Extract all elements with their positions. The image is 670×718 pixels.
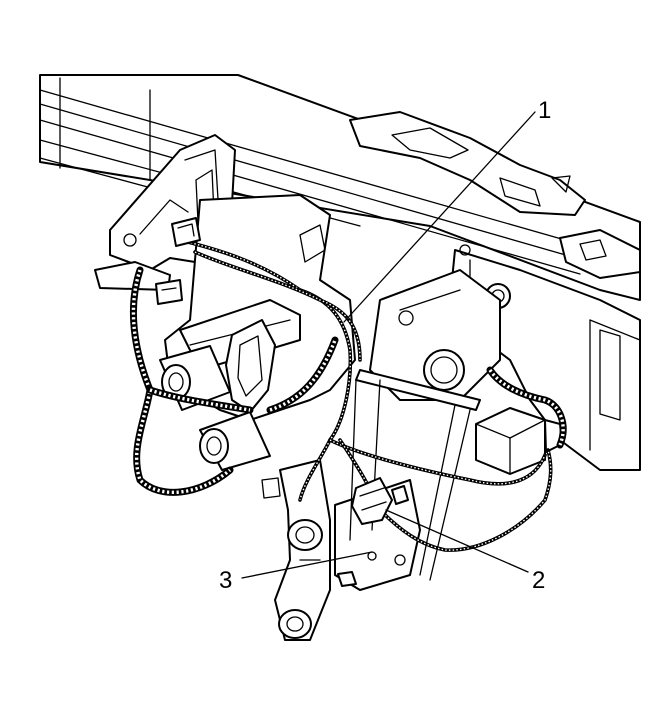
left-connectors — [155, 217, 201, 305]
left-tube — [159, 345, 271, 471]
wiring-harness — [129, 266, 567, 496]
harness-wires — [178, 238, 553, 552]
upper-bracket — [349, 111, 641, 279]
harness-connector — [351, 477, 409, 525]
callout-3: 3 — [219, 567, 232, 594]
callout-1: 1 — [538, 97, 551, 124]
electrical-module — [475, 407, 563, 475]
callout-2: 2 — [532, 567, 545, 594]
callout-leaders — [241, 111, 536, 579]
lower-bracket — [261, 459, 421, 641]
leader-line-2 — [385, 509, 529, 573]
leader-line-3 — [241, 551, 373, 579]
leader-line-1 — [343, 111, 536, 323]
retainer-clip — [337, 551, 377, 587]
pivot-plate — [369, 269, 501, 401]
